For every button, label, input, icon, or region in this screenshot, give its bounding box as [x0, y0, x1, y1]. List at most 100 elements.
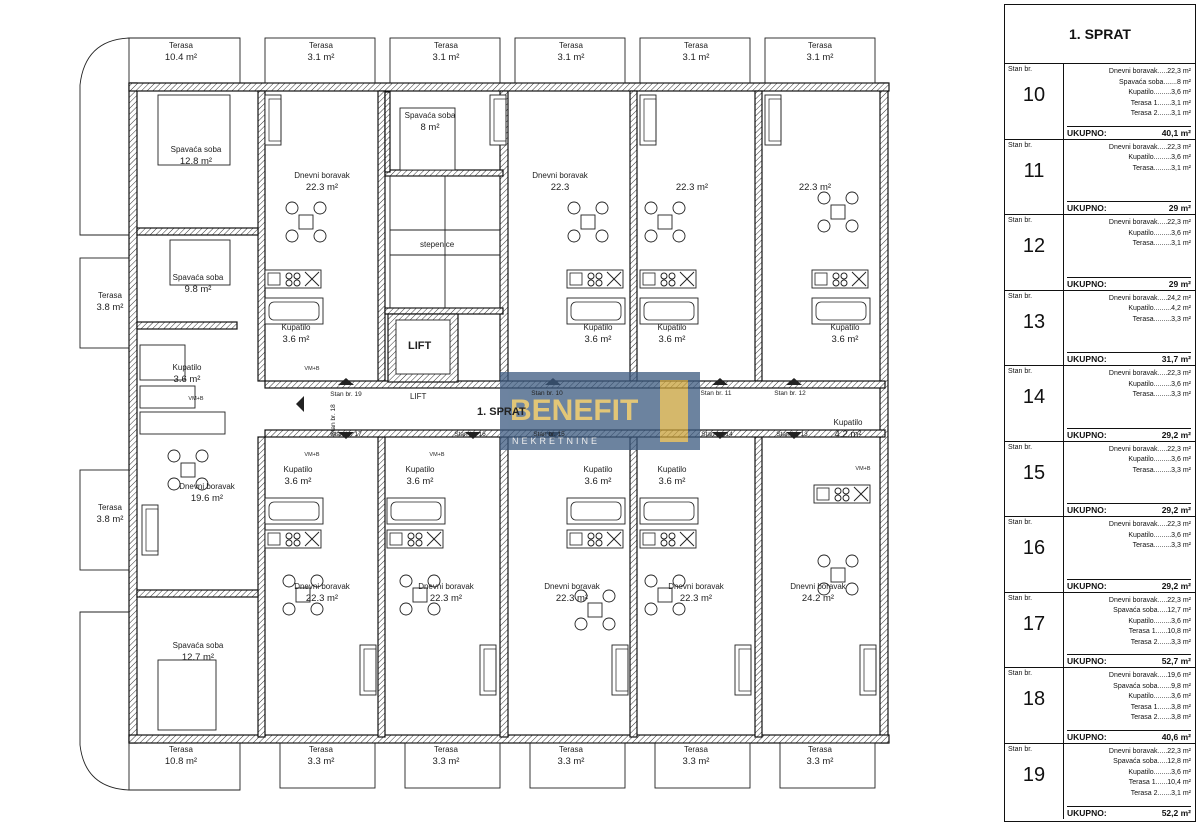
- room-label: Kupatilo: [584, 323, 613, 332]
- room-area: 3.3 m²: [558, 756, 585, 767]
- unit-total-label: UKUPNO:: [1067, 354, 1107, 364]
- unit-total-value: 29,2 m²: [1161, 505, 1191, 515]
- unit-id-cell: Stan br.18: [1005, 668, 1064, 743]
- room-label: Spavaća soba: [405, 111, 456, 120]
- room-area: 22.3 m²: [556, 593, 588, 604]
- unit-room-row: Terasa 2.......3,1 m²: [1130, 110, 1191, 117]
- unit-total-value: 40,1 m²: [1161, 127, 1191, 138]
- unit-number-caption: Stan br.: [1008, 141, 1033, 149]
- room-area: 3.3 m²: [308, 756, 335, 767]
- corridor-apartment-label: Stan br. 12: [774, 390, 806, 397]
- room-label: Dnevni boravak: [294, 582, 351, 591]
- room-label: Terasa: [434, 41, 459, 50]
- unit-number-caption: Stan br.: [1008, 292, 1033, 300]
- room-label: Terasa: [808, 41, 833, 50]
- unit-total: UKUPNO: 29 m²: [1067, 276, 1191, 289]
- unit-total-label: UKUPNO:: [1067, 278, 1107, 289]
- room-area: 3.6 m²: [407, 476, 434, 487]
- unit-total-value: 29,2 m²: [1161, 429, 1191, 440]
- unit-room-row: Dnevni boravak.....22,3 m²: [1108, 370, 1191, 377]
- room-label: Kupatilo: [658, 465, 687, 474]
- room-label: Terasa: [169, 41, 194, 50]
- unit-total-label: UKUPNO:: [1067, 429, 1107, 440]
- room-area: 3.1 m²: [308, 52, 335, 63]
- corridor-apartment-label: Stan br. 15: [533, 431, 565, 438]
- unit-total-value: 40,6 m²: [1161, 731, 1191, 742]
- unit-room-row: Terasa 1......10,4 m²: [1128, 779, 1191, 786]
- unit-room-row: Terasa.........3,3 m²: [1132, 542, 1191, 549]
- unit-total-value: 29 m²: [1168, 278, 1191, 289]
- room-label: Spavaća soba: [173, 273, 224, 282]
- floor-label: 1. SPRAT: [477, 406, 526, 418]
- unit-number-caption: Stan br.: [1008, 443, 1033, 451]
- room-area: 12.8 m²: [180, 156, 212, 167]
- bottom-terraces: [79, 611, 876, 791]
- unit-room-row: Terasa 1......10,8 m²: [1128, 628, 1191, 635]
- lift-shaft: [387, 313, 459, 383]
- room-area: 3.6 m²: [283, 334, 310, 345]
- unit-number: 12: [1022, 235, 1046, 257]
- top-terraces: [79, 37, 876, 571]
- room-label: Dnevni boravak: [668, 582, 725, 591]
- room-label: Terasa: [309, 745, 334, 754]
- room-label: Dnevni boravak: [544, 582, 601, 591]
- room-label: Terasa: [169, 745, 194, 754]
- unit-total-label: UKUPNO:: [1067, 505, 1107, 515]
- corridor-apartment-label: Stan br. 16: [454, 431, 486, 438]
- room-area: 3.6 m²: [174, 374, 201, 385]
- room-area: 10.8 m²: [165, 756, 197, 767]
- room-area: 3.3 m²: [807, 756, 834, 767]
- unit-summary: Stan br.14 Dnevni boravak.....22,3 m² Kupa…: [1005, 366, 1195, 442]
- unit-room-row: Kupatilo.........3,6 m²: [1128, 380, 1191, 388]
- room-label: Terasa: [559, 41, 584, 50]
- unit-total-value: 29 m²: [1168, 203, 1191, 213]
- room-label: Dnevni boravak: [418, 582, 475, 591]
- stairs: [389, 175, 501, 309]
- room-label: Terasa: [684, 745, 709, 754]
- unit-total-label: UKUPNO:: [1067, 808, 1107, 818]
- beds: [157, 94, 456, 731]
- unit-room-row: Dnevni boravak.....19,6 m²: [1108, 672, 1191, 679]
- corridor-apartment-label: Stan br. 19: [330, 391, 362, 398]
- unit-room-row: Kupatilo.........3,6 m²: [1128, 154, 1191, 161]
- unit-total-label: UKUPNO:: [1067, 731, 1107, 742]
- room-label: Spavaća soba: [171, 145, 222, 154]
- unit-total-label: UKUPNO:: [1067, 127, 1107, 138]
- unit-id-cell: Stan br.15: [1005, 441, 1064, 516]
- room-label: Kupatilo: [831, 323, 860, 332]
- room-area: 12.7 m²: [182, 652, 214, 663]
- room-label: Kupatilo: [282, 323, 311, 332]
- unit-number: 17: [1022, 612, 1046, 635]
- unit-total: UKUPNO:29,2 m²: [1067, 578, 1191, 591]
- unit-total-value: 29,2 m²: [1161, 580, 1191, 591]
- room-area: 3.6 m²: [832, 334, 859, 345]
- unit-id-cell: Stan br.16: [1005, 517, 1064, 592]
- washer-label: VM+B: [429, 452, 444, 458]
- kitchens-bathrooms: [139, 269, 871, 549]
- stairs-label: stepenice: [420, 240, 455, 249]
- unit-id-cell: Stan br.14: [1005, 366, 1064, 441]
- room-label: Dnevni boravak: [790, 582, 847, 591]
- unit-id-cell: Stan br. 11: [1005, 139, 1064, 214]
- corridor-apartment-label: Stan br. 17: [330, 431, 362, 438]
- room-area: 3.1 m²: [807, 52, 834, 63]
- room-area: 4.2 m²: [835, 429, 862, 440]
- unit-room-row: Kupatilo.........3,6 m²: [1128, 229, 1191, 237]
- washer-label: VM+B: [188, 396, 203, 402]
- unit-number: 11: [1023, 159, 1045, 182]
- unit-id-cell: Stan br.17: [1005, 592, 1064, 667]
- unit-total-value: 52,7 m²: [1161, 656, 1191, 666]
- unit-room-row: Dnevni boravak.....22,3 m²: [1108, 521, 1191, 528]
- unit-total: UKUPNO:29 m²: [1067, 201, 1191, 213]
